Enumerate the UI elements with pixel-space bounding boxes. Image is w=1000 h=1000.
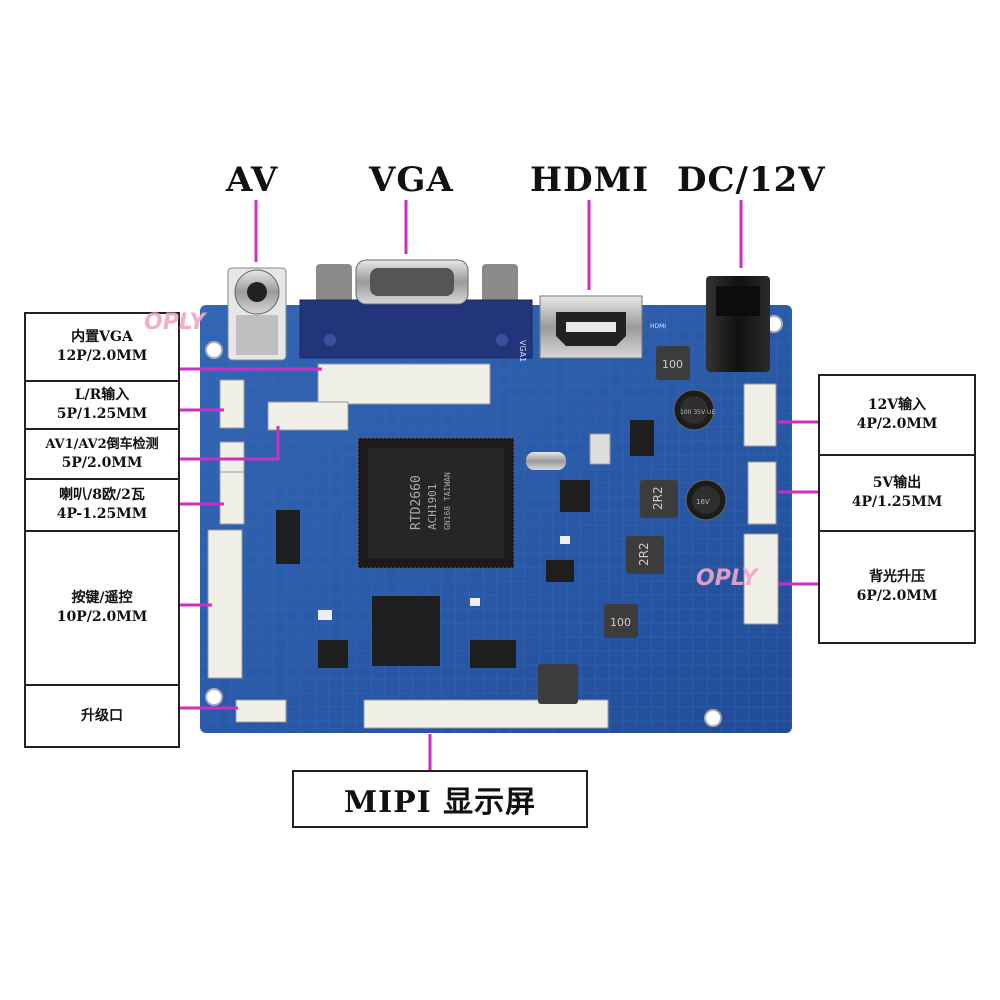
watermark: OPLY	[144, 310, 206, 335]
inductor-marking: 2R2	[651, 486, 665, 510]
pad	[470, 598, 480, 606]
callout-spec: 6P/2.0MM	[856, 588, 938, 604]
label-dc: DC/12V	[677, 160, 826, 200]
inductor	[604, 604, 638, 638]
callout-title: 喇叭/8欧/2瓦	[59, 487, 145, 503]
connector-backlight	[743, 533, 779, 625]
callout-title: L/R输入	[74, 387, 130, 403]
callout-spec: 4P/2.0MM	[856, 416, 938, 432]
dc-jack	[706, 276, 770, 372]
ic	[470, 640, 516, 668]
chip-marking: GN168 TAIWAN	[443, 472, 452, 530]
hdmi-connector	[539, 295, 643, 359]
connector-keypad	[207, 529, 243, 679]
callout-title: 按键/遥控	[71, 590, 133, 606]
connector-upgrade	[235, 699, 287, 723]
callout-spec: 12P/2.0MM	[56, 348, 148, 364]
callout-av-reverse: AV1/AV2倒车检测 5P/2.0MM	[24, 428, 180, 480]
label-vga: VGA	[369, 160, 454, 200]
ic	[276, 510, 300, 564]
label-hdmi: HDMI	[530, 160, 650, 200]
inductor-marking: 2R2	[637, 542, 651, 566]
callout-spec: 10P/2.0MM	[56, 609, 148, 625]
ic	[546, 560, 574, 582]
callout-spec: 5P/1.25MM	[56, 406, 148, 422]
connector-12v	[743, 383, 777, 447]
callout-title: AV1/AV2倒车检测	[45, 437, 159, 452]
label-av: AV	[226, 160, 279, 200]
crystal	[526, 452, 566, 470]
vga-connector	[299, 259, 533, 359]
mounting-hole	[704, 709, 722, 727]
capacitor-marking: 100 35V UE	[680, 409, 715, 416]
callout-mipi-display: MIPI 显示屏	[292, 770, 588, 828]
callout-speaker: 喇叭/8欧/2瓦 4P-1.25MM	[24, 478, 180, 532]
chip-marking: RTD2660	[409, 475, 424, 530]
fuse	[589, 433, 611, 465]
connector-mipi	[363, 699, 609, 729]
ic	[318, 640, 348, 668]
pad	[560, 536, 570, 544]
av-rca-jack	[227, 267, 287, 361]
pad	[318, 610, 332, 620]
callout-5v-output: 5V输出 4P/1.25MM	[818, 454, 976, 532]
connector-5v	[747, 461, 777, 525]
silk-hdmi: HDMI	[650, 323, 666, 330]
inductor	[640, 480, 678, 518]
callout-12v-input: 12V输入 4P/2.0MM	[818, 374, 976, 456]
secondary-chip	[372, 596, 440, 666]
callout-lr-input: L/R输入 5P/1.25MM	[24, 380, 180, 430]
inductor	[626, 536, 664, 574]
callout-title: 12V输入	[867, 397, 927, 413]
callout-spec: 5P/2.0MM	[61, 455, 143, 471]
callout-keypad: 按键/遥控 10P/2.0MM	[24, 530, 180, 686]
main-chip	[357, 437, 515, 569]
ic	[630, 420, 654, 456]
callout-spec: 4P/1.25MM	[851, 494, 943, 510]
callout-upgrade-port: 升级口	[24, 684, 180, 748]
connector-small	[267, 401, 349, 431]
watermark: OPLY	[696, 566, 758, 591]
inductor-marking: 100	[610, 616, 631, 629]
capacitor	[685, 479, 727, 521]
mounting-hole	[205, 688, 223, 706]
inductor-marking: 100	[662, 358, 683, 371]
connector-12p	[317, 363, 491, 405]
silk-vga: VGA1	[518, 340, 527, 362]
chip-marking: ACH1901	[426, 484, 439, 530]
callout-spec: 4P-1.25MM	[56, 506, 148, 522]
callout-title: 5V输出	[872, 475, 922, 491]
capacitor-marking: 16V	[696, 498, 710, 506]
capacitor	[673, 389, 715, 431]
connector-speaker	[219, 471, 245, 525]
callout-backlight-boost: 背光升压 6P/2.0MM	[818, 530, 976, 644]
ic	[560, 480, 590, 512]
inductor	[538, 664, 578, 704]
callout-title: 升级口	[81, 707, 123, 724]
connector-lr	[219, 379, 245, 429]
inductor	[656, 346, 690, 380]
callout-builtin-vga: 内置VGA 12P/2.0MM	[24, 312, 180, 382]
callout-title: 背光升压	[869, 569, 925, 585]
leader-lines	[178, 200, 820, 770]
callout-title: 内置VGA	[71, 329, 133, 345]
mounting-hole	[205, 341, 223, 359]
